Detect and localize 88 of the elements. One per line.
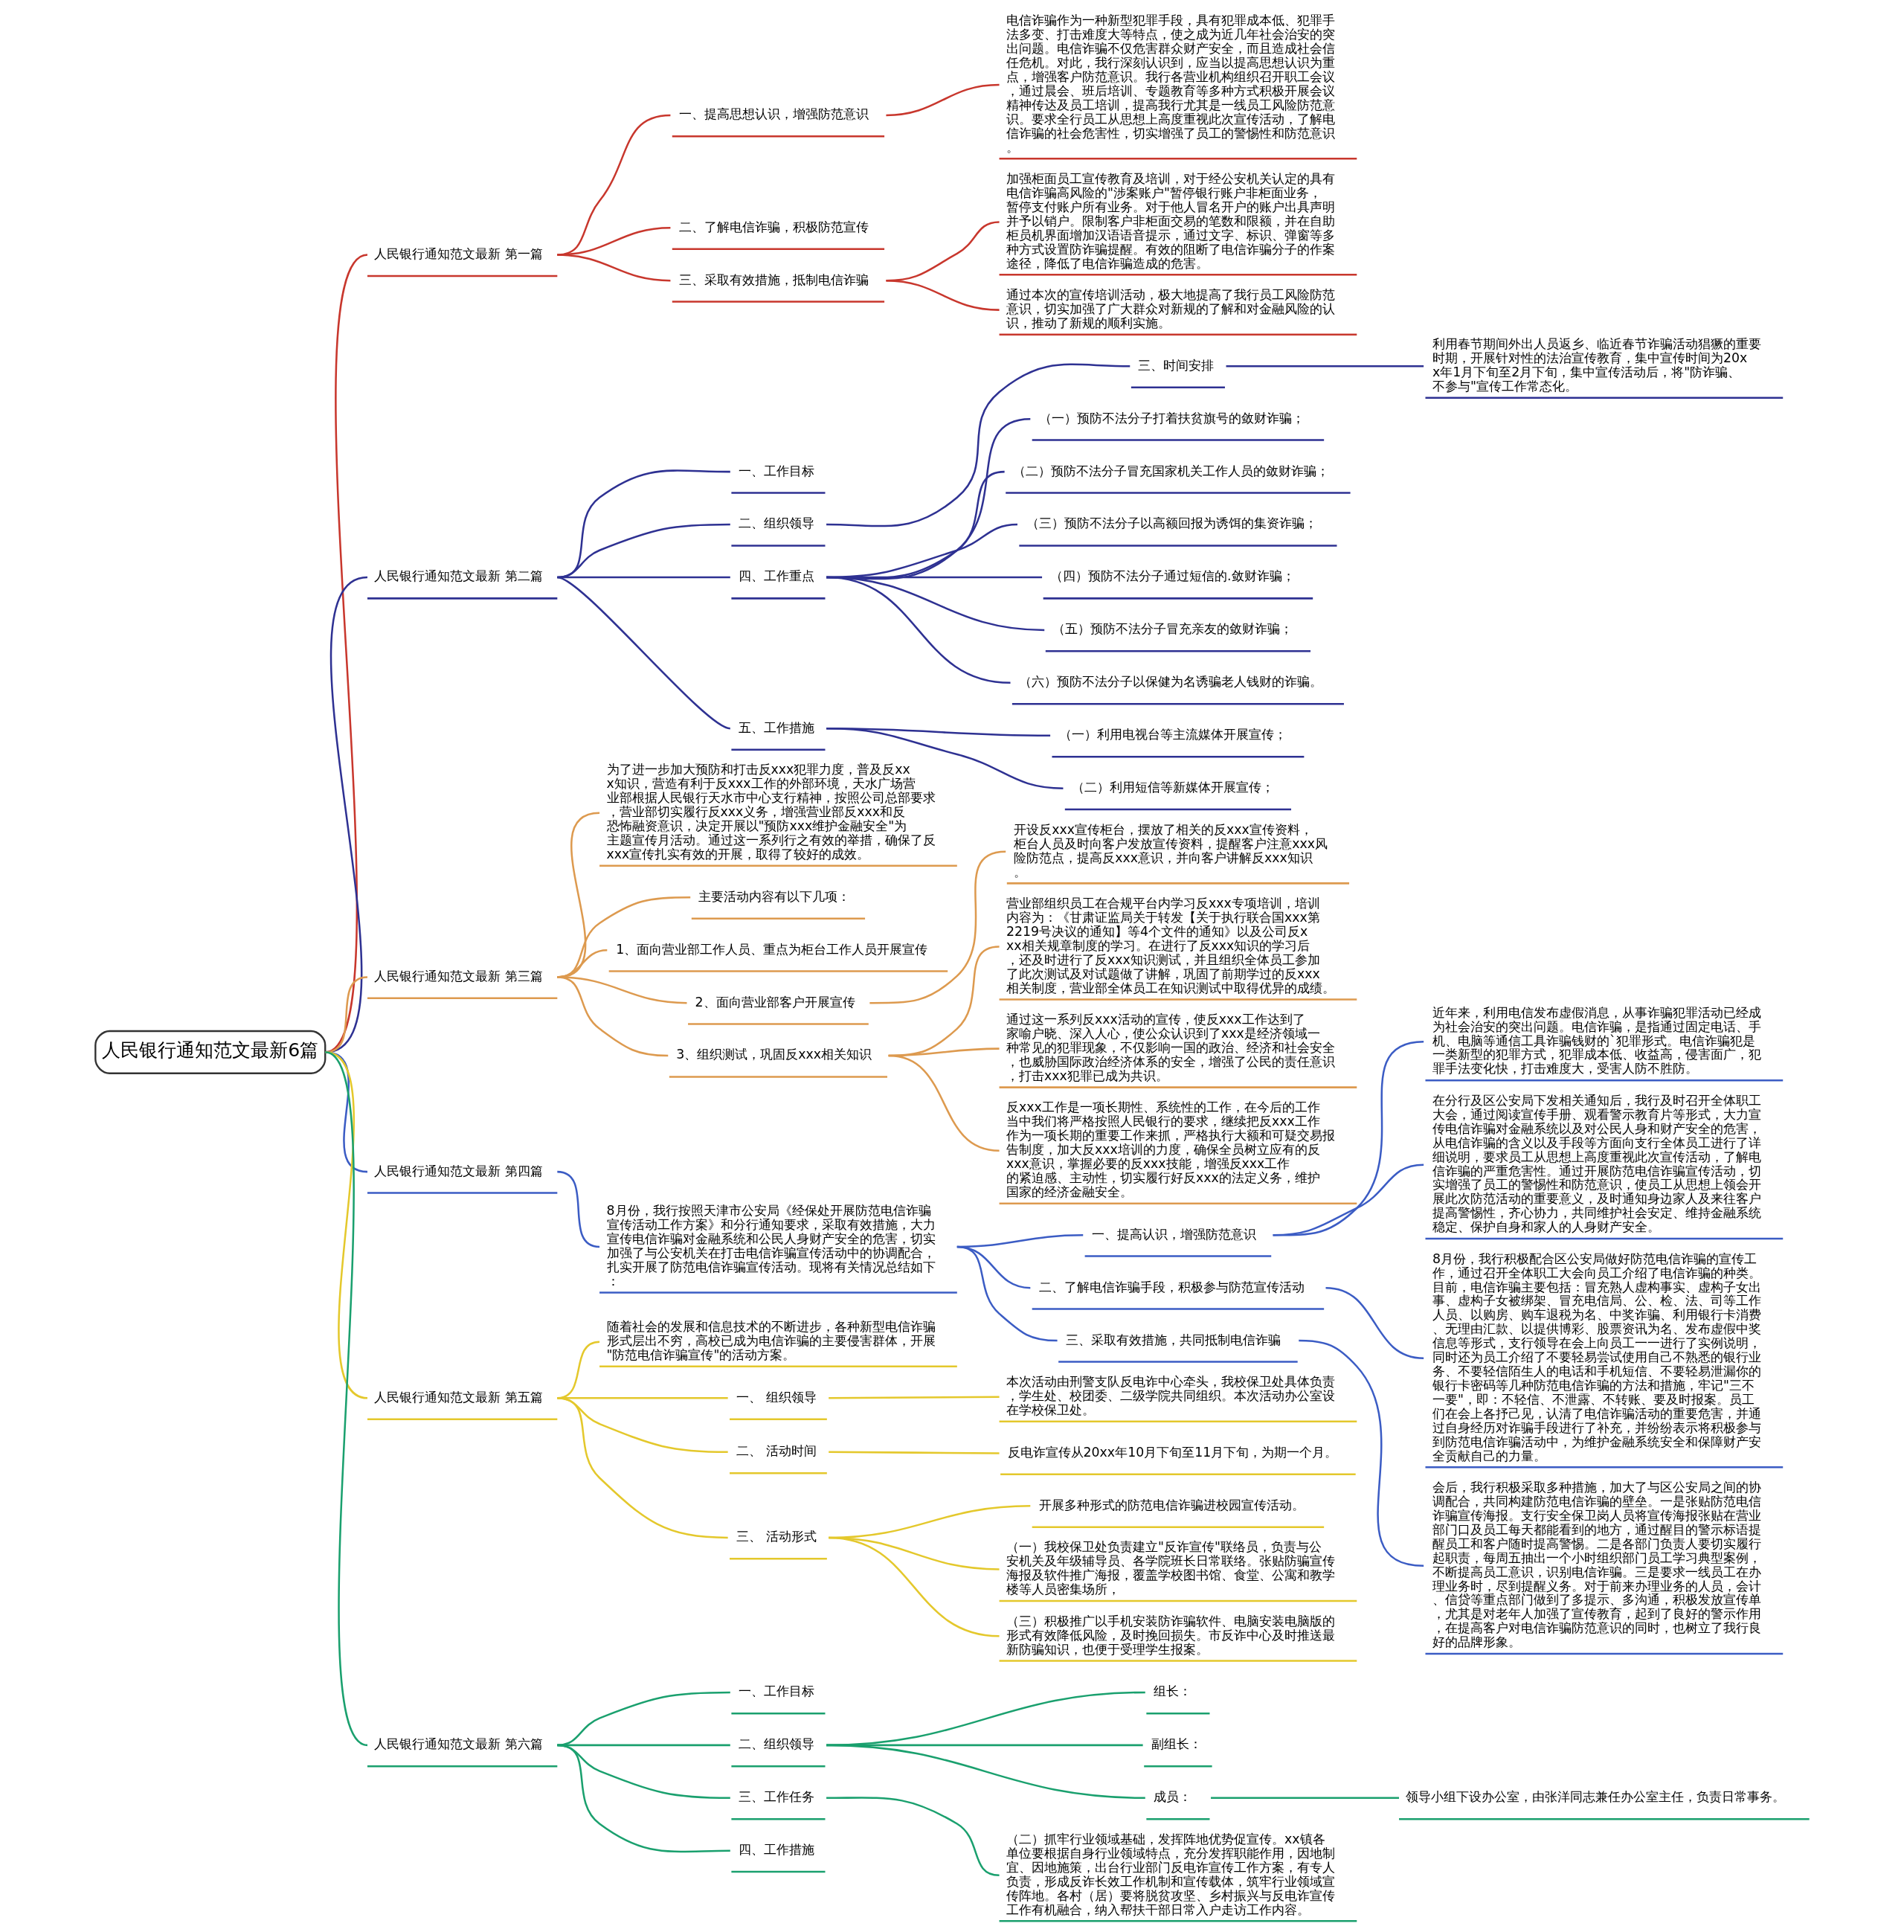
connector [556,254,670,282]
node-text: （二）利用短信等新媒体开展宣传； [1071,780,1274,795]
node-text: 本次活动由刑警支队反电诈中心牵头，我校保卫处具体负责，学生处、校团委、二级学院共同组织。本次活动办公室设在学校保卫处。 [1006,1374,1335,1418]
connector [869,850,1006,1004]
node-text: 通过本次的宣传培训活动，极大地提高了我行员工风险防范意识，切实加强了广大群众对新规的了解和对金融风险的认识，推动了新规的顺利实施。 [1006,287,1335,330]
connector [324,1051,368,1746]
node-text: 通过这一系列反xxx活动的宣传，使反xxx工作达到了家喻户晓、深入人心，使公众认识到了xxx是经济领域一种常见的犯罪现象，不仅影响一国的政治、经济和社会安全，也威胁国际政治经济体系的安全，增强了公民的责任意识，打击xxx犯罪已成为共识。 [1006,1012,1335,1083]
node-text: 会后，我行积极采取多种措施，加大了与区公安局之间的协调配合，共同构建防范电信诈骗的壁垒。一是张贴防范电信诈骗宣传海报。支行安全保卫岗人员将宣传海报张贴在营业部门口及员工每天都能看到的地方，通过醒目的警示标语提醒员工和客户随时提高警惕。二是各部门负责人要切实履行起职责，每周五抽出一个小时组织部门员工学习典型案例，不断提高员工意识，识别电信诈骗。三是要求一线员工在办理业务时，尽到提醒义务。对于前来办理业务的人员，会计、信贷等重点部门做到了多提示、多沟通，积极发放宣传单，尤其是对老年人加强了宣传教育，起到了良好的警示作用，在提高客户对电信诈骗防范意识的同时，也树立了我行良好的品牌形象。 [1432,1480,1761,1650]
node-text: 8月份，我行按照天津市公安局《经保处开展防范电信诈骗宣传活动工作方案》和分行通知要求，采取有效措施，大力宣传电信诈骗对金融系统和公民人身财产安全的危害，切实加强了与公安机关在打击电信诈骗宣传活动中的协调配合，扎实开展了防范电信诈骗宣传活动。现将有关情况总结如下： [606,1203,936,1288]
node-text: 人民银行通知范文最新 第三篇 [373,968,543,983]
node-text: 三、 活动形式 [736,1529,817,1544]
node-text: （六）预防不法分子以保健为名诱骗老人钱财的诈骗。 [1018,674,1322,690]
node-text: 一、提高思想认识，增强防范意识 [678,106,869,122]
connector [556,1397,728,1539]
node-text: （二）抓牢行业领域基础，发挥阵地优势促宣传。xx镇各单位要根据自身行业领域特点，充分发挥职能作用，因地制宜、因地施策，出台行业部门反电诈宣传工作方案，有专人负责，形成反诈长效工作机制和宣传载体，筑牢行业领域宣传阵地。各村（居）要将脱贫攻坚、乡村振兴与反电诈宣传工作有机融合，纳入帮扶干部日常入户走访工作内容。 [1006,1831,1335,1917]
node-text: 2、面向营业部客户开展宣传 [695,994,855,1010]
node-text: 三、工作任务 [738,1789,814,1805]
node-text: 二、组织领导 [738,516,814,531]
node-text: （三）预防不法分子以高额回报为诱饵的集资诈骗； [1026,516,1317,531]
node-text: 反电诈宣传从20xx年10月下旬至11月下旬，为期一个月。 [1007,1444,1337,1460]
node-text: 四、工作重点 [738,568,814,584]
connector [556,1170,599,1248]
connector [1210,1797,1399,1800]
node-text: 8月份，我行积极配合区公安局做好防范电信诈骗的宣传工作，通过召开全体职工大会向员工介绍了电信诈骗的种类。目前，电信诈骗主要包括：冒充熟人虚构事实、虚构子女出事、虚构子女被绑架、冒充电信局、公、检、法、司等工作人员、以购房、购车退税为名、中奖诈骗、利用银行卡消费、无理由汇款、以提供博彩、股票资讯为名、发布虚假中奖信息等形式，支行领导在会上向员工一一进行了实例说明，同时还为员工介绍了不要轻易尝试使用自己不熟悉的银行业务、不要轻信陌生人的电话和手机短信、不要轻易泄漏你的银行卡密码等几种防范电信诈骗的方法和措施，牢记"三不一要"，即：不轻信、不泄露、不转账、要及时报案。员工们在会上各抒己见，认清了电信诈骗活动的重要危害，并通过自身经历对诈骗手段进行了补充，并纷纷表示将积极参与到防范电信诈骗活动中，为维护金融系统安全和保障财产安全贡献自己的力量。 [1432,1251,1761,1463]
node-text: 开设反xxx宣传柜台，摆放了相关的反xxx宣传资料，柜台人员及时向客户发放宣传资料，提醒客户注意xxx风险防范点，提高反xxx意识，并向客户讲解反xxx知识。 [1013,821,1328,879]
node-text: 二、了解电信诈骗，积极防范宣传 [678,219,869,234]
connector [1298,1339,1424,1567]
connector [826,363,1130,527]
node-text: 近年来，利用电信发布虚假消息，从事诈骗犯罪活动已经成为社会治安的突出问题。电信诈骗，是指通过固定电话、手机、电脑等通信工具诈骗钱财的`犯罪形式。电信诈骗犯是一类新型的犯罪方式，犯罪成本低、收益高，侵害面广，犯罪手法变化快，打击难度大，受害人防不胜防。 [1432,1004,1761,1076]
node-text: 一、 组织领导 [736,1389,817,1405]
node-text: 3、组织测试，巩固反xxx相关知识 [675,1047,872,1062]
node-text: （一）利用电视台等主流媒体开展宣传； [1058,727,1287,742]
connector [826,576,1011,684]
node-text: 二、 活动时间 [736,1443,817,1459]
node-text: 反xxx工作是一项长期性、系统性的工作，在今后的工作当中我们将严格按照人民银行的要求，继续把反xxx工作作为一项长期的重要工作来抓，严格执行大额和可疑交易报告制度，加大反xxx培训的力度，确保全员树立应有的反xxx意识，掌握必要的反xxx技能，增强反xxx工作的紧迫感、主动性，切实履行好反xxx的法定义务，维护国家的经济金融安全。 [1006,1100,1335,1199]
connector [1226,365,1424,368]
node-text: 随着社会的发展和信息技术的不断进步，各种新型电信诈骗形式层出不穷，高校已成为电信诈骗的主要侵害群体，开展"防范电信诈骗宣传"的活动方案。 [606,1319,936,1362]
node-box: 人民银行通知范文最新6篇 [94,1030,326,1074]
node-text: 人民银行通知范文最新 第六篇 [373,1736,543,1752]
connector [885,279,1000,311]
connector [887,1054,1000,1152]
node-text: 三、时间安排 [1137,357,1214,373]
node-text: 人民银行通知范文最新 第一篇 [373,245,543,261]
node-text: 人民银行通知范文最新 第四篇 [373,1163,543,1178]
node-text: （五）预防不法分子冒充亲友的敛财诈骗； [1052,621,1293,637]
node-text: 人民银行通知范文最新 第二篇 [373,568,543,584]
connector [885,83,1000,117]
node-text: 加强柜面员工宣传教育及培训，对于经公安机关认定的具有电信诈骗高风险的"涉案账户"暂停银行账户非柜面业务，暂停支付账户所有业务。对于他人冒名开户的账户出具声明并予以销户。限制客户非柜面交易的笔数和限额，并在自助柜员机界面增加汉语语音提示，通过文字、标识、弹窗等多种方式设置防诈骗提醒。有效的阻断了电信诈骗分子的作案途径，降低了电信诈骗造成的危害。 [1006,171,1335,271]
node-text: 成员： [1153,1789,1191,1805]
node-text: （一）我校保卫处负责建立"反诈宣传"联络员，负责与公安机关及年级辅导员、各学院班长日常联络。张贴防骗宣传海报及软件推广海报，覆盖学校图书馆、食堂、公寓和教学楼等人员密集场所， [1006,1539,1335,1597]
node-text: 主要活动内容有以下几项： [698,888,850,904]
connector [1273,1164,1424,1236]
node-text: （三）积极推广以手机安装防诈骗软件、电脑安装电脑版的形式有效降低风险，及时挽回损失。市反诈中心及时推送最新防骗知识，也便于受理学生报案。 [1006,1613,1335,1657]
node-text: 一、工作目标 [738,1684,814,1699]
connector [556,1744,730,1853]
node-text: 在分行及区公安局下发相关通知后，我行及时召开全体职工大会，通过阅读宣传手册、观看警示教育片等形式，大力宣传电信诈骗对金融系统以及对公民人身和财产安全的危害，从电信诈骗的含义以及手段等方面向支行全体员工进行了详细说明，要求员工从思想上高度重视此次宣传活动，了解电信诈骗的严重危害性。通过开展防范电信诈骗宣传活动，切实增强了员工的警惕性和防范意识，使员工从思想上领会开展此次防范活动的重要意义，及时通知身边家人及来往客户提高警惕性，齐心协力，共同维护社会安定、维持金融系统稳定、保护自身和家人的人身财产安全。 [1432,1092,1761,1235]
connector [556,576,730,730]
connector [828,1396,1000,1399]
node-text: 三、采取有效措施，共同抵制电信诈骗 [1065,1332,1281,1347]
node-text: 人民银行通知范文最新 第五篇 [373,1389,543,1405]
connector [828,1536,1000,1637]
connector [1273,1040,1424,1236]
node-text: 营业部组织员工在合规平台内学习反xxx专项培训，培训内容为：《甘肃证监局关于转发【关于执行联合国xxx第2219号决议的通知】等4个文件的通知》以及公司反xxx相关规章制度的学习。在进行了反xxx知识的学习后，还及时进行了反xxx知识测试，并且组织全体员工参加了此次测试及对试题做了讲解，巩固了前期学过的反xxx相关制度，营业部全体员工在知识测试中取得优异的成绩。 [1006,896,1335,995]
connector [826,1744,1145,1800]
connector [826,728,1063,789]
node-text: 二、了解电信诈骗手段，积极参与防范宣传活动 [1038,1279,1305,1294]
node-text: 组长： [1153,1684,1191,1699]
connector [826,1797,1000,1877]
connector [1325,1286,1424,1359]
node-text: 利用春节期间外出人员返乡、临近春节诈骗活动猖獗的重要时期，开展针对性的法治宣传教育，集中宣传时间为20xx年1月下旬至2月下旬，集中宣传活动后，将"防诈骗、不参与"宣传工作常态化。 [1432,336,1761,394]
node-text: 五、工作措施 [738,719,814,735]
node-text: 为了进一步加大预防和打击反xxx犯罪力度，普及反xxx知识，营造有利于反xxx工作的外部环境，天水广场营业部根据人民银行天水市中心支行精神，按照公司总部要求，营业部切实履行反xxx义务，增强营业部反xxx和反恐怖融资意识，决定开展以"预防xxx维护金融安全"为主题宣传月活动。通过这一系列行之有效的举措，确保了反xxx宣传扎实有效的开展，取得了较好的成效。 [606,762,936,861]
node-text: 副组长： [1151,1736,1202,1752]
node-text: 领导小组下设办公室，由张洋同志兼任办公室主任，负责日常事务。 [1405,1789,1785,1805]
node-text: 二、组织领导 [738,1736,814,1752]
node-text: （一）预防不法分子打着扶贫旗号的敛财诈骗； [1038,410,1305,426]
connector [828,1451,1000,1454]
connector [956,1245,1058,1342]
node-text: 一、提高认识，增强防范意识 [1091,1226,1256,1242]
node-text: （二）预防不法分子冒充国家机关工作人员的敛财诈骗； [1012,463,1329,478]
connector [556,976,668,1057]
node-text: 四、工作措施 [738,1842,814,1858]
node-text: 一、工作目标 [738,463,814,478]
node-text: 1、面向营业部工作人员、重点为柜台工作人员开展宣传 [615,941,927,957]
node-text: 电信诈骗作为一种新型犯罪手段，具有犯罪成本低、犯罪手法多变、打击难度大等特点，使之成为近几年社会治安的突出问题。电信诈骗不仅危害群众财产安全，而且造成社会信任危机。对此，我行深刻认识到，应当以提高思想认识为重点，增强客户防范意识。我行各营业机构组织召开职工会议，通过晨会、班后培训、专题教育等多种方式积极开展会议精神传达及员工培训，提高我行尤其是一线员工风险防范意识。要求全行员工从思想上高度重视此次宣传活动，了解电信诈骗的社会危害性，切实增强了员工的警惕性和防范意识。 [1006,13,1335,155]
node-text: （四）预防不法分子通过短信的.敛财诈骗； [1049,568,1295,584]
node-text: 开展多种形式的防范电信诈骗进校园宣传活动。 [1038,1497,1305,1512]
node-text: 三、采取有效措施，抵制电信诈骗 [678,272,869,287]
